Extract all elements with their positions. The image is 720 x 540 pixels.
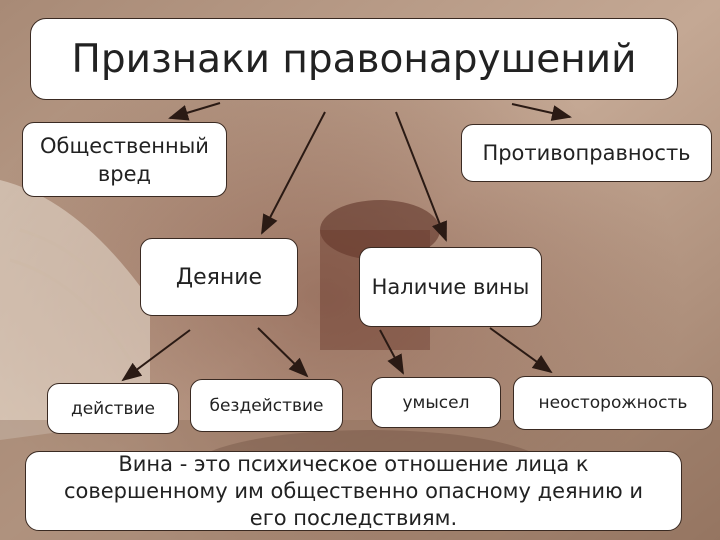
guilt-form-negligence-label: неосторожность	[538, 393, 688, 413]
arrow-title-harm	[168, 102, 221, 121]
guilt-form-intent: умысел	[371, 377, 501, 428]
arrow-title-act	[261, 111, 326, 235]
act-form-inaction-label: бездействие	[209, 395, 324, 416]
act-form-inaction: бездействие	[190, 379, 343, 432]
arrow-title-guilt	[395, 111, 447, 242]
arrow-guilt-negligence	[489, 327, 553, 374]
sign-guilt-label: Наличие вины	[371, 275, 530, 299]
sign-guilt: Наличие вины	[359, 247, 542, 327]
guilt-definition-text: Вина - это психическое отношение лица к …	[63, 451, 644, 530]
act-form-action: действие	[47, 383, 179, 434]
arrow-act-action	[121, 329, 191, 382]
sign-public-harm-label: Общественный вред	[40, 133, 209, 186]
arrow-title-unlawfulness	[511, 103, 572, 121]
guilt-definition: Вина - это психическое отношение лица к …	[25, 451, 682, 531]
act-form-action-label: действие	[70, 398, 156, 419]
guilt-form-negligence: неосторожность	[513, 376, 713, 430]
arrow-act-inaction	[257, 327, 309, 378]
sign-act: Деяние	[140, 238, 298, 316]
sign-act-label: Деяние	[175, 264, 263, 290]
sign-unlawfulness-label: Противоправность	[482, 141, 691, 165]
title-text: Признаки правонарушений	[71, 36, 637, 82]
guilt-form-intent-label: умысел	[402, 392, 470, 413]
sign-public-harm: Общественный вред	[22, 122, 227, 197]
page-title: Признаки правонарушений	[30, 18, 678, 100]
arrow-guilt-intent	[379, 329, 404, 375]
sign-unlawfulness: Противоправность	[461, 124, 712, 182]
